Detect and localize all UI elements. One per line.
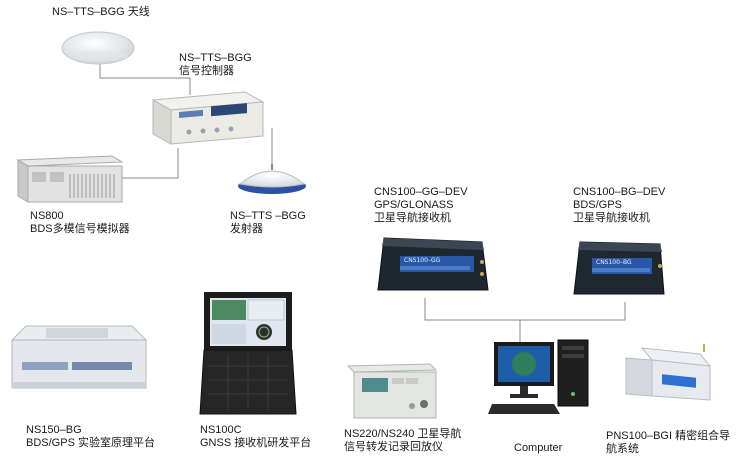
receiver-bg-label-line-2: BDS/GPS	[573, 199, 622, 211]
lab-platform-label-line-2: BDS/GPS 实验室原理平台	[26, 437, 155, 449]
inertial-label-line-2: 航系统	[606, 443, 639, 455]
recorder-icon	[346, 363, 438, 419]
receiver-gg-screen-text: CNS100–GG	[404, 257, 441, 264]
dev-platform-label-line-1: NS100C	[200, 424, 242, 436]
signal-controller-icon	[151, 91, 265, 145]
transmitter-label: NS–TTS –BGG 发射器	[230, 210, 306, 236]
transmitter-label-line-2: 发射器	[230, 223, 263, 235]
transmitter-antenna-icon	[238, 164, 306, 194]
receiver-gg-icon: CNS100–GG	[377, 237, 489, 291]
recorder-label-line-2: 信号转发记录回放仪	[344, 441, 443, 453]
computer-label: Computer	[514, 442, 562, 455]
computer-icon	[488, 339, 589, 414]
dev-platform-label-line-2: GNSS 接收机研发平台	[200, 437, 312, 449]
simulator-label: NS800 BDS多模信号模拟器	[30, 210, 130, 236]
dev-platform-icon	[199, 292, 297, 415]
receiver-bg-screen-text: CNS100–BG	[596, 259, 632, 266]
gnss-antenna-icon	[61, 31, 135, 65]
receiver-gg-label-line-2: GPS/GLONASS	[374, 199, 454, 211]
receiver-gg-label: CNS100–GG–DEV GPS/GLONASS 卫星导航接收机	[374, 186, 468, 225]
signal-simulator-icon	[16, 155, 124, 203]
receiver-bg-label-line-1: CNS100–BG–DEV	[573, 186, 666, 198]
inertial-nav-icon	[625, 344, 712, 401]
inertial-label: PNS100–BGI 精密组合导 航系统	[606, 430, 730, 456]
receiver-bg-icon: CNS100–BG	[573, 241, 665, 295]
gg-receiver-down-line	[424, 298, 626, 321]
transmitter-label-line-1: NS–TTS –BGG	[230, 210, 306, 222]
receiver-bg-label-line-3: 卫星导航接收机	[573, 212, 650, 224]
simulator-label-line-1: NS800	[30, 210, 64, 222]
dev-platform-label: NS100C GNSS 接收机研发平台	[200, 424, 311, 450]
recorder-label: NS220/NS240 卫星导航 信号转发记录回放仪	[344, 428, 461, 454]
computer-label-line-1: Computer	[514, 442, 563, 454]
controller-label-line-1: NS–TTS–BGG	[179, 52, 252, 64]
simulator-label-line-2: BDS多模信号模拟器	[30, 223, 130, 235]
controller-label: NS–TTS–BGG 信号控制器	[179, 52, 252, 78]
antenna-to-controller-line	[99, 62, 191, 95]
antenna-label: NS–TTS–BGG 天线	[52, 6, 150, 19]
receiver-bg-label: CNS100–BG–DEV BDS/GPS 卫星导航接收机	[573, 186, 665, 225]
controller-label-line-2: 信号控制器	[179, 65, 234, 77]
controller-to-simulator-line	[122, 148, 179, 179]
recorder-label-line-1: NS220/NS240 卫星导航	[344, 428, 462, 440]
lab-platform-label-line-1: NS150–BG	[26, 424, 82, 436]
lab-platform-label: NS150–BG BDS/GPS 实验室原理平台	[26, 424, 155, 450]
receiver-gg-label-line-1: CNS100–GG–DEV	[374, 186, 468, 198]
inertial-label-line-1: PNS100–BGI 精密组合导	[606, 430, 731, 442]
antenna-label-line-1: NS–TTS–BGG 天线	[52, 6, 150, 18]
lab-platform-icon	[10, 325, 148, 389]
receiver-gg-label-line-3: 卫星导航接收机	[374, 212, 451, 224]
